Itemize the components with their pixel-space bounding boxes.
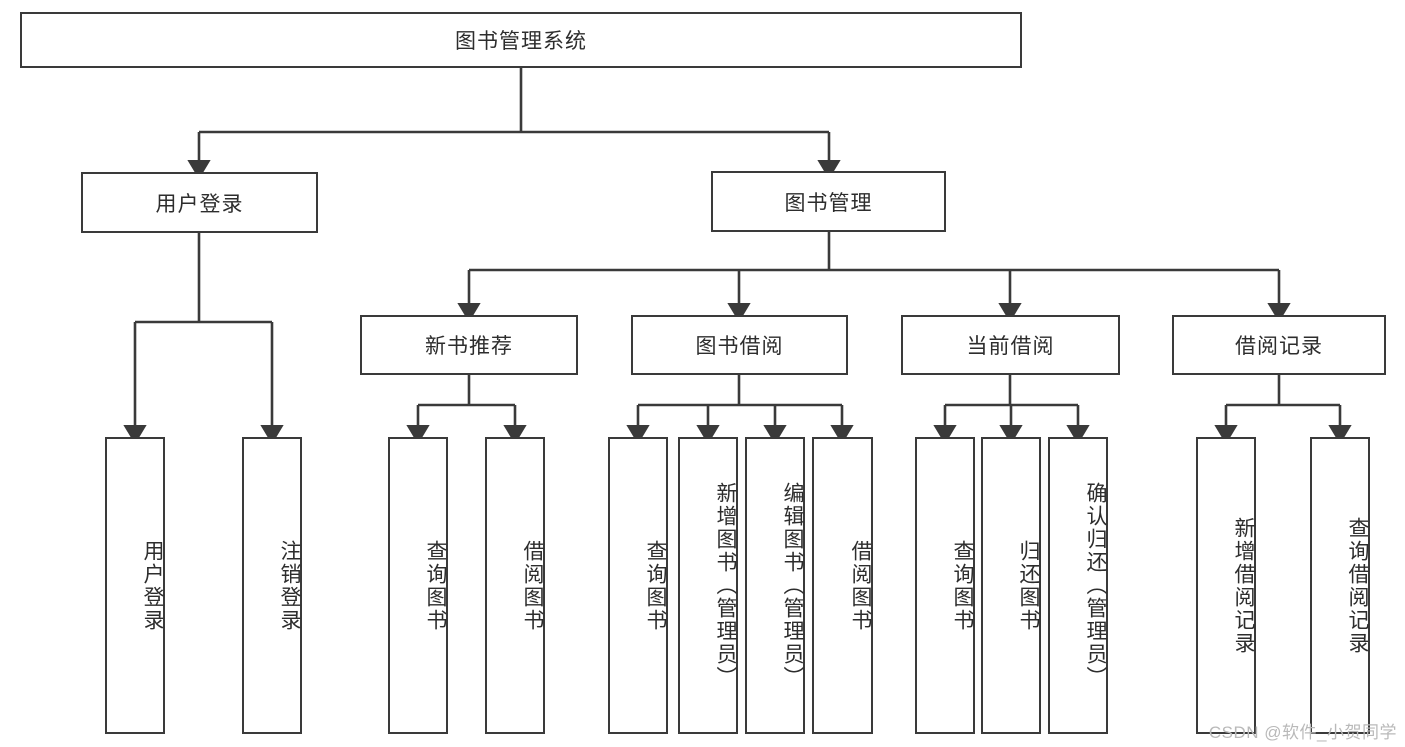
watermark-text: CSDN @软件_小贺同学 <box>1208 723 1397 742</box>
node-leaf-logout[interactable]: 注销登录 <box>242 437 302 734</box>
node-leaf-query-borrow-record[interactable]: 查询借阅记录 <box>1310 437 1370 734</box>
node-root[interactable]: 图书管理系统 <box>20 12 1022 68</box>
node-leaf-user-login[interactable]: 用户登录 <box>105 437 165 734</box>
node-leaf-return-book[interactable]: 归还图书 <box>981 437 1041 734</box>
node-leaf-query-book-recommend[interactable]: 查询图书 <box>388 437 448 734</box>
node-leaf-add-borrow-record[interactable]: 新增借阅记录 <box>1196 437 1256 734</box>
node-leaf-confirm-return-admin[interactable]: 确认归还（管理员） <box>1048 437 1108 734</box>
node-leaf-query-book-current[interactable]: 查询图书 <box>915 437 975 734</box>
node-level1-book-management[interactable]: 图书管理 <box>711 171 946 232</box>
node-leaf-add-book-admin[interactable]: 新增图书（管理员） <box>678 437 738 734</box>
node-leaf-query-book-borrow[interactable]: 查询图书 <box>608 437 668 734</box>
node-level2-new-book-recommend[interactable]: 新书推荐 <box>360 315 578 375</box>
node-leaf-borrow-book[interactable]: 借阅图书 <box>812 437 873 734</box>
node-leaf-edit-book-admin[interactable]: 编辑图书（管理员） <box>745 437 805 734</box>
node-leaf-borrow-book-recommend[interactable]: 借阅图书 <box>485 437 545 734</box>
node-level1-user-login[interactable]: 用户登录 <box>81 172 318 233</box>
node-level2-book-borrow[interactable]: 图书借阅 <box>631 315 848 375</box>
node-level2-borrow-records[interactable]: 借阅记录 <box>1172 315 1386 375</box>
node-level2-current-borrow[interactable]: 当前借阅 <box>901 315 1120 375</box>
